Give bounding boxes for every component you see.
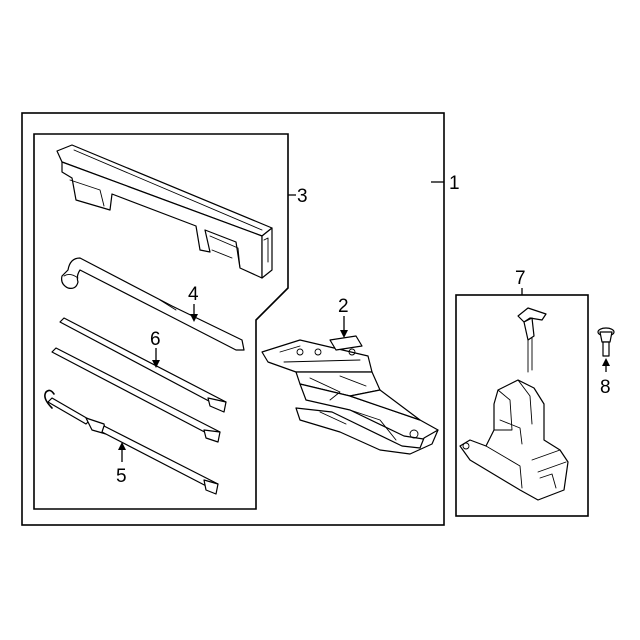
callout-5: 5: [116, 466, 127, 487]
arrowhead-5: [118, 442, 126, 450]
arrowhead-8: [602, 358, 610, 366]
callout-7: 7: [515, 268, 526, 289]
callout-8: 8: [600, 377, 611, 398]
extension-rod-6: [59, 317, 227, 413]
callout-3: 3: [297, 186, 308, 207]
callout-6: 6: [150, 329, 161, 350]
tool-tray: [56, 144, 273, 279]
hook-rod: [44, 389, 219, 495]
lug-wrench: [61, 257, 245, 351]
jack-holder-bracket: [459, 379, 569, 501]
flange-bolt: [597, 327, 615, 357]
wing-bolt: [517, 307, 547, 373]
callout-4: 4: [188, 284, 199, 305]
outer-frame: [21, 112, 445, 526]
arrowhead-2: [340, 330, 348, 338]
scissor-jack: [261, 335, 439, 455]
tool-kit-frame: [33, 133, 289, 510]
extension-rod-6b: [51, 347, 221, 443]
callout-2: 2: [338, 296, 349, 317]
arrowhead-6: [152, 360, 160, 368]
callout-1: 1: [449, 173, 460, 194]
arrowhead-4: [190, 314, 198, 322]
